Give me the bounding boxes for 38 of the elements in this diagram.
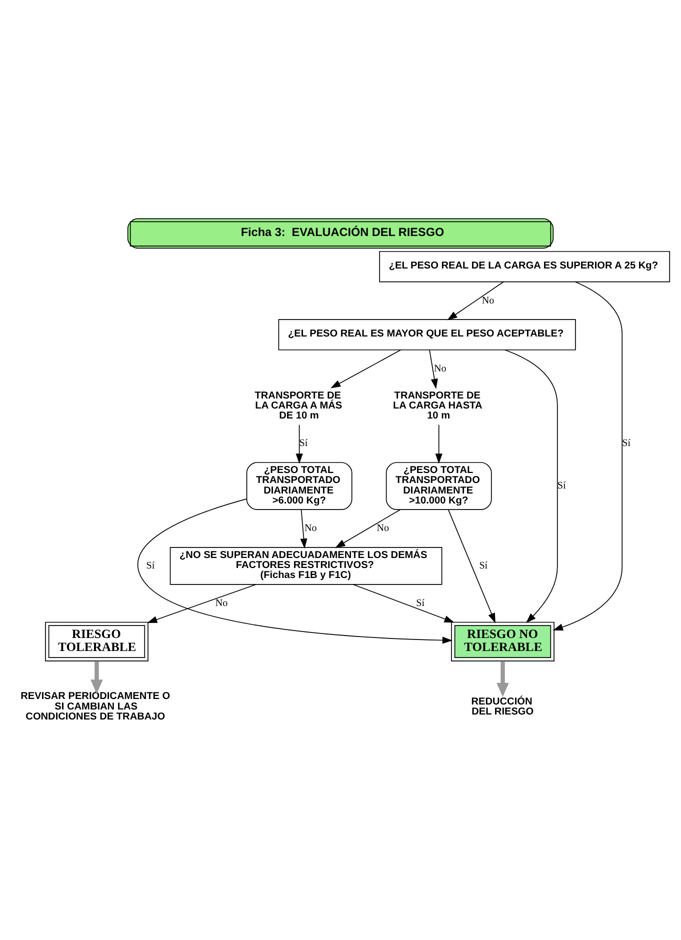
node-text: TRANSPORTE DE LA CARGA HASTA 10 m [393,390,482,421]
node-text: REVISAR PERIÓDICAMENTE O SI CAMBIAN LAS CONDICIONES DE TRABAJO [20,690,170,722]
node-box: ¿EL PESO REAL ES MAYOR QUE EL PESO ACEPTABLE? [278,318,576,350]
node-box: RIESGO NO TOLERABLE [451,621,554,661]
arrow [496,660,509,696]
diagram-title: Ficha 3: EVALUACIÓN DEL RIESGO [240,226,444,239]
node-box: RIESGO TOLERABLE [45,621,148,661]
edge-label: No [376,522,390,534]
arrow [435,424,442,464]
arrow [147,584,256,622]
arrow [90,660,103,694]
arrow [552,280,623,630]
arrow [429,349,438,388]
edge-label: No [304,522,317,534]
arrow [330,349,402,388]
arrow [448,508,496,623]
edge-label: Sí [479,560,488,572]
node-text: REDUCCIÓN DEL RIESGO [471,696,534,717]
node-box: ¿PESO TOTAL TRANSPORTADO DIARIAMENTE >6.000 Kg? [246,462,352,510]
arrow [352,584,454,622]
edge-label: No [434,362,446,374]
node-box: ¿PESO TOTAL TRANSPORTADO DIARIAMENTE >10.000 Kg? [386,462,492,510]
edge-label: No [482,294,494,306]
node-box: ¿EL PESO REAL DE LA CARGA ES SUPERIOR A 25 Kg? [379,250,670,282]
arrow [335,508,400,548]
edge-label: Sí [299,438,308,449]
arrow [300,509,308,548]
node-text: TRANSPORTE DE LA CARGA A MÁS DE 10 m [254,390,342,421]
edge-label: No [215,597,228,608]
edge-label: Sí [146,560,155,572]
edge-label: Sí [622,438,631,449]
arrow [447,280,504,320]
arrow [137,498,453,644]
arrow [296,424,303,464]
edge-label: Sí [557,480,566,492]
edge-label: Sí [416,597,425,608]
node-box: ¿NO SE SUPERAN ADECUADAMENTE LOS DEMÁS FACTORES RESTRICTIVOS? (Fichas F1B y F1C) [170,546,442,584]
arrow [504,349,558,622]
